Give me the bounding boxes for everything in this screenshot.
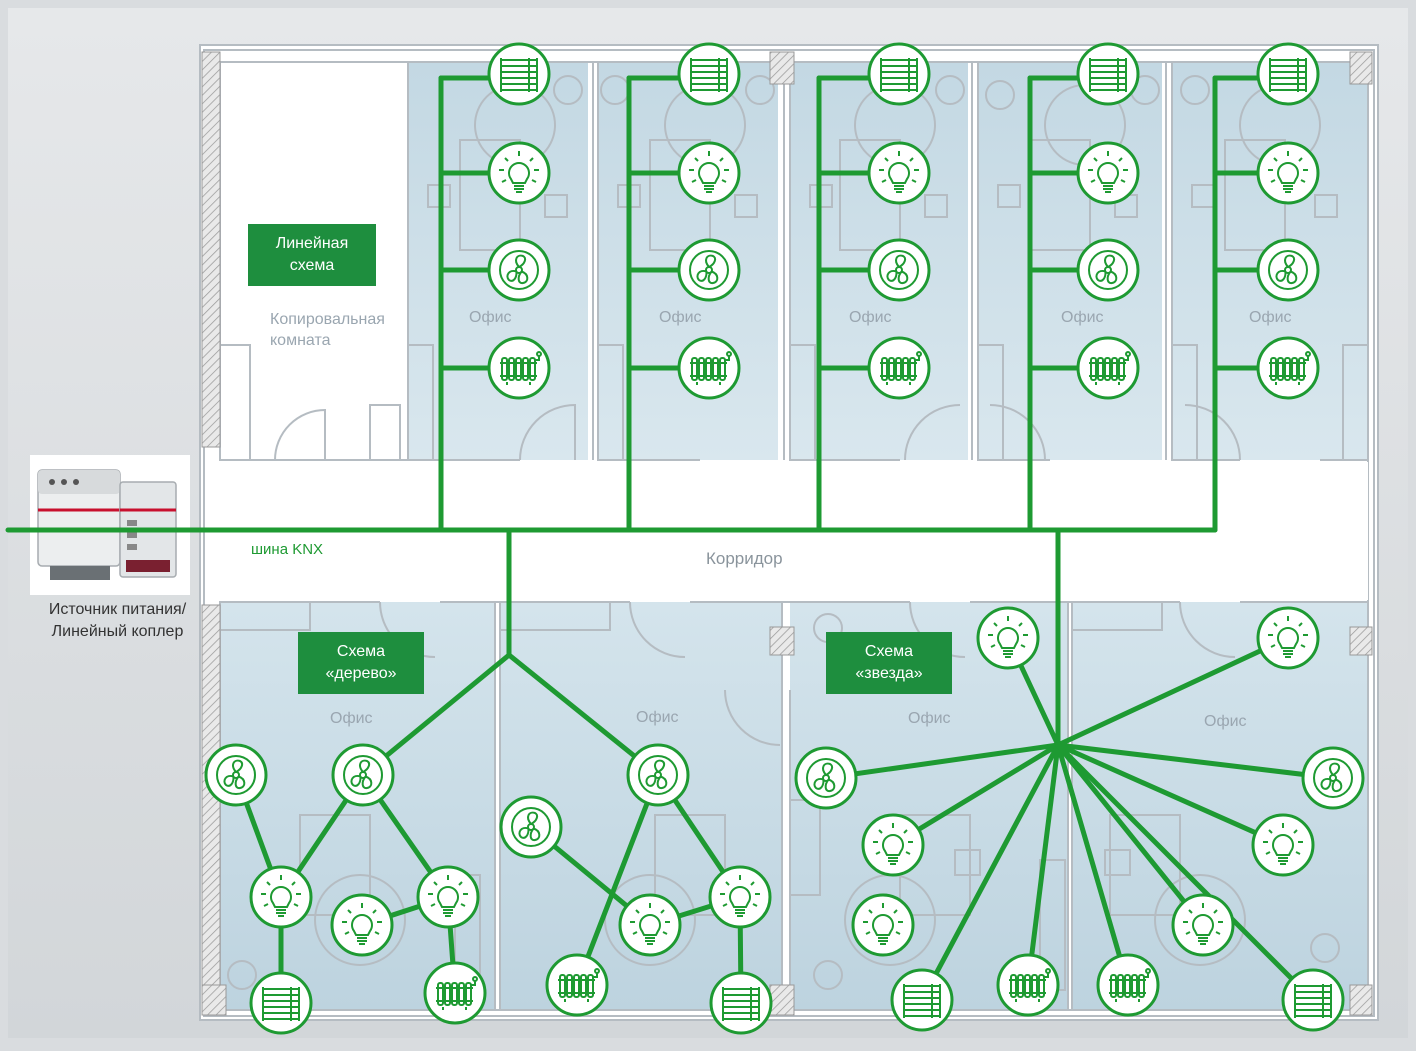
lamp-icon (677, 141, 741, 205)
lamp-icon (618, 893, 682, 957)
lamp-icon (487, 141, 551, 205)
knx-bus-label: шина KNX (251, 541, 324, 558)
lamp-icon (1256, 141, 1320, 205)
blinds-icon (890, 968, 954, 1032)
blinds-icon (1256, 42, 1320, 106)
tree-scheme-label: Схема «дерево» (298, 632, 424, 694)
blinds-icon (487, 42, 551, 106)
power-supply-label: Источник питания/ Линейный коплер (48, 601, 187, 640)
blinds-icon (867, 42, 931, 106)
radiator-icon (996, 953, 1060, 1017)
radiator-icon (1256, 336, 1320, 400)
fan-icon (794, 746, 858, 810)
fan-icon (1301, 746, 1365, 810)
blinds-icon (1281, 968, 1345, 1032)
office-label: Офис (659, 309, 702, 326)
knx-bus-lines (5, 75, 1336, 1006)
blinds-icon (677, 42, 741, 106)
fan-icon (499, 795, 563, 859)
office-label: Офис (908, 710, 951, 727)
radiator-icon (545, 953, 609, 1017)
lamp-icon (1256, 606, 1320, 670)
lamp-icon (1251, 813, 1315, 877)
fan-icon (1256, 238, 1320, 302)
radiator-icon (1076, 336, 1140, 400)
fan-icon (677, 238, 741, 302)
lamp-icon (416, 865, 480, 929)
blinds-icon (249, 971, 313, 1035)
radiator-icon (423, 961, 487, 1025)
radiator-icon (677, 336, 741, 400)
star-scheme-label: Схема «звезда» (826, 632, 952, 694)
fan-icon (204, 743, 268, 807)
office-label: Офис (1061, 309, 1104, 326)
lamp-icon (249, 865, 313, 929)
lamp-icon (976, 606, 1040, 670)
structural-columns (201, 51, 1373, 1016)
corridor-label: Корридор (706, 549, 783, 568)
power-supply-device (30, 455, 190, 595)
office-label: Офис (636, 709, 679, 726)
fan-icon (1076, 238, 1140, 302)
office-label: Офис (849, 309, 892, 326)
lamp-icon (1076, 141, 1140, 205)
fan-icon (331, 743, 395, 807)
lamp-icon (861, 813, 925, 877)
office-label: Офис (469, 309, 512, 326)
radiator-icon (1096, 953, 1160, 1017)
office-label: Офис (1249, 309, 1292, 326)
fan-icon (867, 238, 931, 302)
fan-icon (487, 238, 551, 302)
lamp-icon (867, 141, 931, 205)
copy-room-label: Копировальная комната (270, 311, 385, 349)
lamp-icon (851, 893, 915, 957)
lamp-icon (708, 865, 772, 929)
blinds-icon (709, 971, 773, 1035)
radiator-icon (867, 336, 931, 400)
fan-icon (626, 743, 690, 807)
office-label: Офис (330, 710, 373, 727)
office-label: Офис (1204, 713, 1247, 730)
lamp-icon (330, 893, 394, 957)
blinds-icon (1076, 42, 1140, 106)
linear-scheme-label: Линейная схема (248, 224, 376, 286)
lamp-icon (1171, 893, 1235, 957)
radiator-icon (487, 336, 551, 400)
